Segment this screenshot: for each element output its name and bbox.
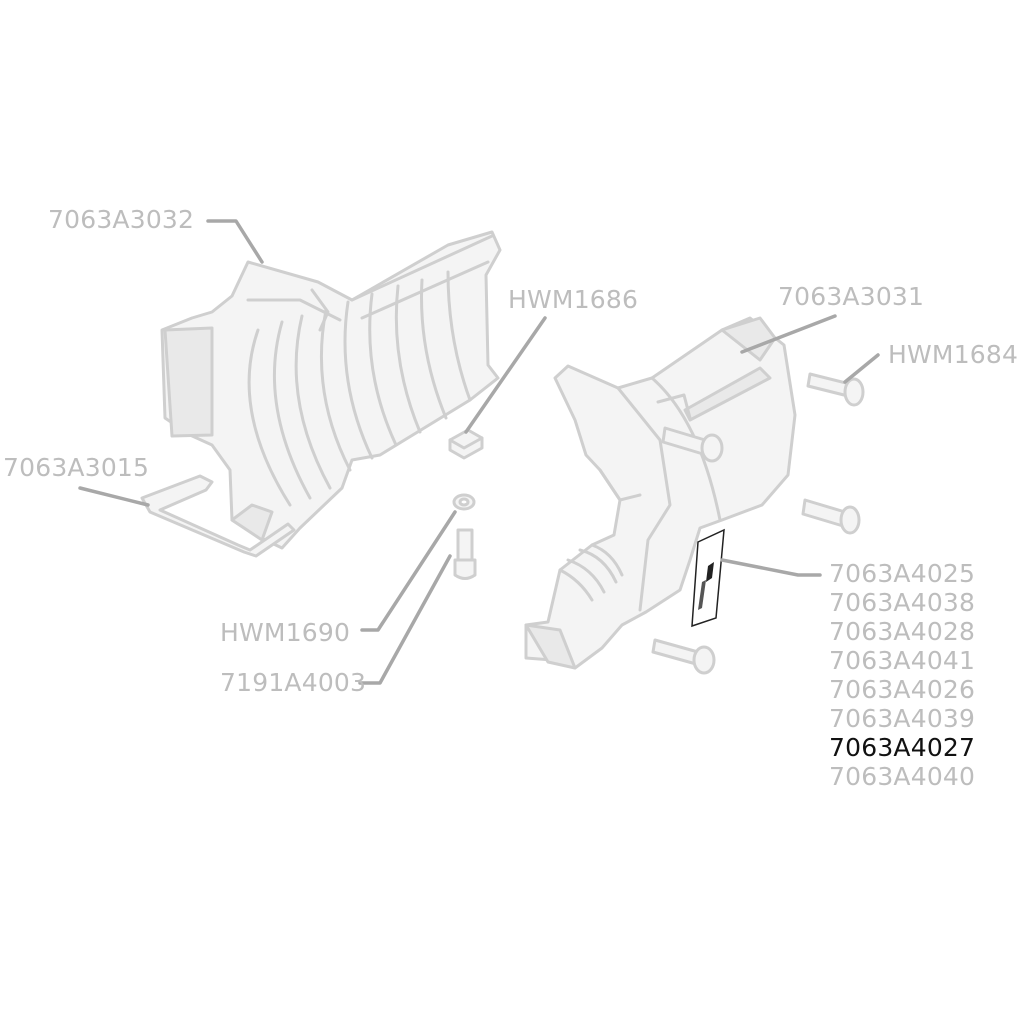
screw-part-upper	[806, 372, 865, 407]
callout-7191A4003: 7191A4003	[220, 668, 367, 697]
wire-bracket-part	[140, 474, 296, 558]
variant-part-list: 7063A4025 7063A4038 7063A4028 7063A4041 …	[829, 559, 975, 791]
washer-part	[452, 493, 476, 511]
callout-7063A3015: 7063A3015	[3, 453, 150, 482]
leader-HWM1690	[360, 510, 457, 632]
screw-part-middle	[801, 498, 861, 535]
variant-label: 7063A4026	[829, 675, 976, 704]
callout-HWM1684: HWM1684	[888, 340, 1019, 369]
leader-HWM1686	[464, 316, 547, 434]
vertical-screw-part	[453, 528, 477, 580]
variant-label: 7063A4041	[829, 646, 976, 675]
variant-label: 7063A4038	[829, 588, 976, 617]
leader-7191A4003	[358, 554, 452, 685]
variant-label: 7063A4039	[829, 704, 976, 733]
callout-7063A3031: 7063A3031	[778, 282, 925, 311]
decal-label-part	[691, 528, 725, 628]
square-nut-part	[448, 428, 484, 460]
leader-7063A3031	[740, 314, 837, 354]
screw-part-lower	[651, 638, 716, 675]
front-housing-part	[524, 316, 797, 670]
leader-7063A4025	[720, 558, 822, 577]
callout-HWM1686: HWM1686	[508, 285, 639, 314]
leader-HWM1684	[843, 353, 880, 384]
leader-7063A3032	[206, 219, 264, 264]
rear-housing-part	[160, 230, 502, 550]
variant-label: 7063A4028	[829, 617, 976, 646]
screw-part-housing	[661, 426, 724, 463]
variant-label: 7063A4040	[829, 762, 976, 791]
callout-7063A3032: 7063A3032	[48, 205, 195, 234]
callout-HWM1690: HWM1690	[220, 618, 351, 647]
variant-label: 7063A4025	[829, 559, 976, 588]
variant-label-highlighted: 7063A4027	[829, 733, 976, 762]
leader-7063A3015	[78, 486, 150, 507]
